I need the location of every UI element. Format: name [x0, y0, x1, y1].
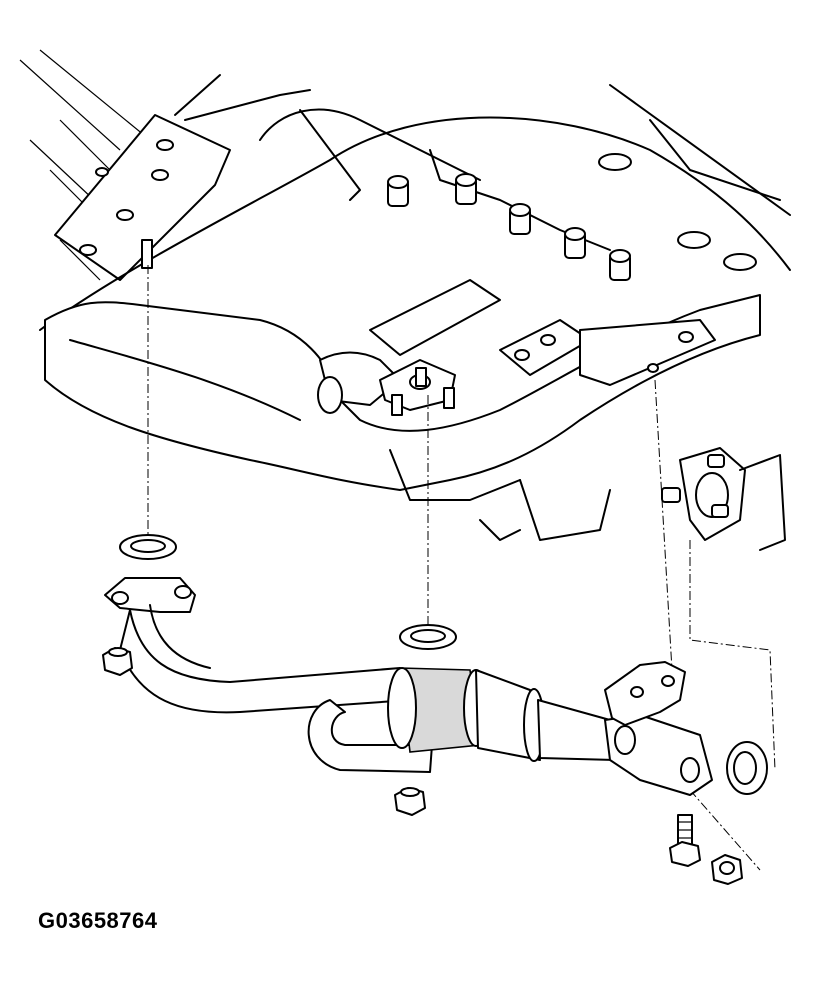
mount-stud-left: [141, 239, 153, 269]
plate-hole: [151, 169, 169, 181]
plate-hole: [95, 167, 109, 177]
underbody-hatching: [19, 49, 151, 281]
upper-pipe-section: [317, 279, 501, 414]
vehicle-underbody: [19, 49, 791, 541]
manifold-flange: [379, 359, 456, 416]
front-exhaust-pipe: [104, 577, 713, 796]
floor-hole: [598, 153, 632, 171]
subframe-crossmember: [44, 294, 761, 541]
flange-bolt: [669, 814, 701, 867]
gasket-front: [119, 534, 177, 560]
flange-stud: [391, 394, 403, 416]
floor-studs: [387, 173, 631, 281]
plate-hole: [79, 244, 97, 256]
catalytic-converter-flange: [661, 447, 786, 551]
flange-nut-front: [102, 647, 133, 676]
gasket-middle: [399, 624, 457, 650]
plate-hole: [116, 209, 134, 221]
floor-hole: [723, 253, 757, 271]
body-bracket-right: [499, 319, 716, 386]
gasket-rear-ring: [726, 741, 768, 795]
flange-stud: [415, 367, 427, 387]
figure-code-label: G03658764: [38, 908, 158, 933]
flange-nut-rear: [711, 854, 743, 885]
pipe-hanger-bracket: [604, 661, 686, 726]
left-mount-plate: [54, 114, 231, 281]
flange-stud: [443, 387, 455, 409]
floor-hole: [677, 231, 711, 249]
flange-nut-middle: [394, 787, 426, 816]
plate-hole: [156, 139, 174, 151]
alignment-lines: [147, 265, 776, 871]
